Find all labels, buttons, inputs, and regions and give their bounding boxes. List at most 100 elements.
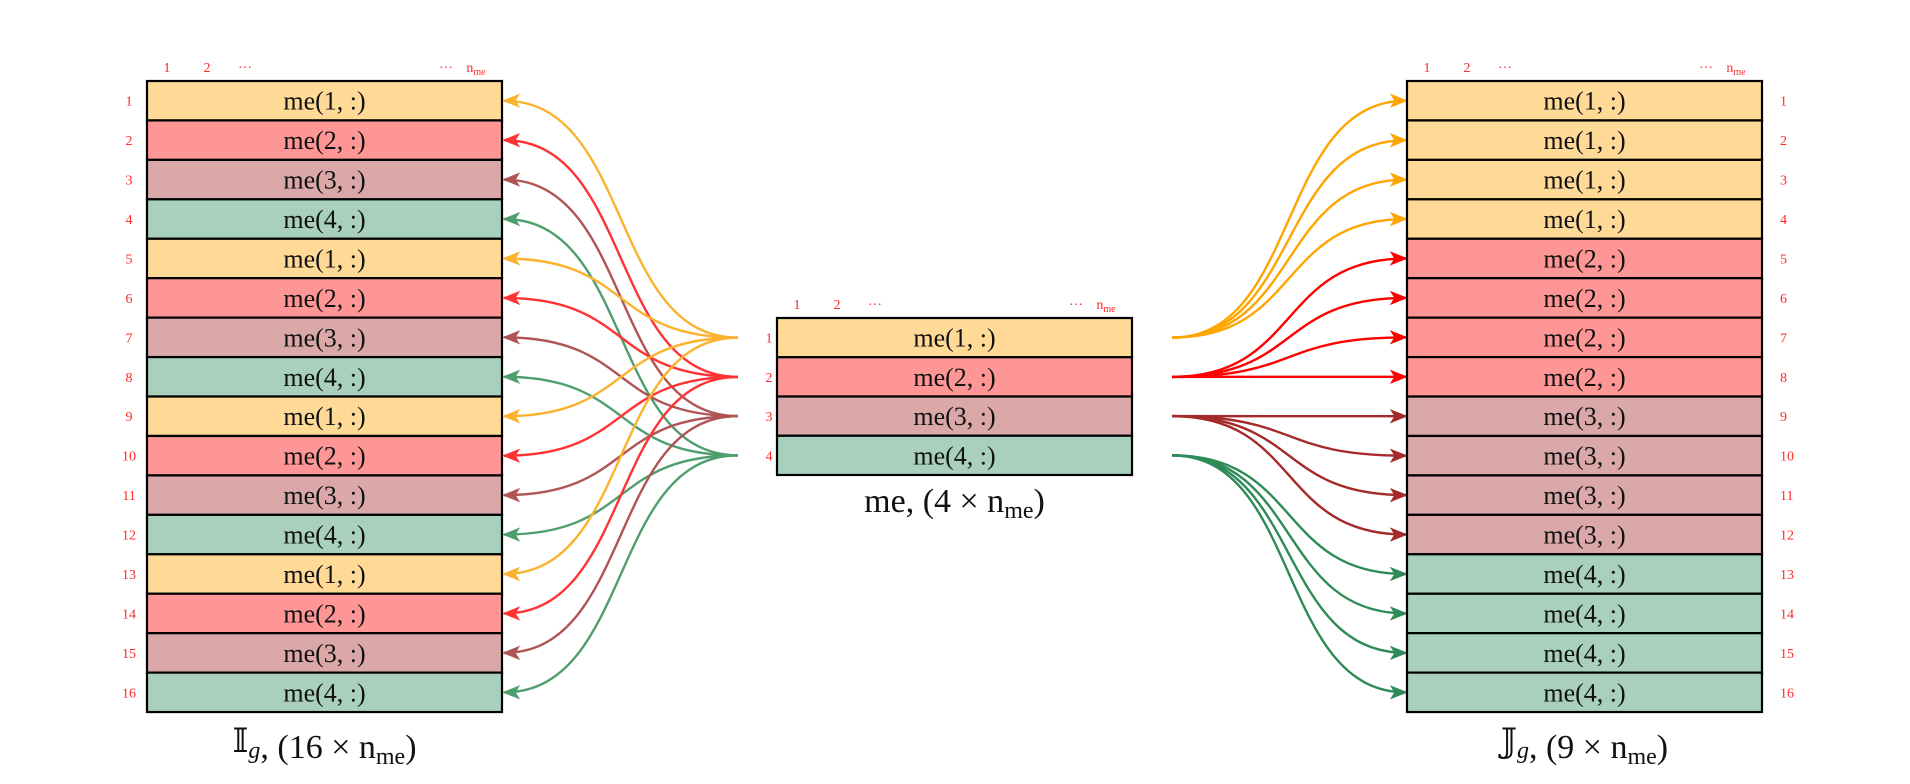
row-index: 2 [1780,134,1787,149]
table-cell [145,79,504,122]
cell-label: me(2, :) [1543,323,1625,352]
row-index: 9 [126,410,133,425]
arrow-me-to-jg [1171,290,1408,379]
table-row: me(1, :) 2 [1405,119,1787,161]
col-index-dots: ··· [868,298,882,313]
row-index: 4 [766,449,773,464]
table-cell [145,198,504,240]
row-index: 5 [126,252,133,267]
table-cell [145,632,504,674]
table-cell [145,513,504,556]
table-row: me(3, :) 15 [122,632,504,674]
row-index: 7 [126,331,133,346]
arrow-me-to-jg [1171,454,1408,621]
arrow-me-to-jg [1171,414,1408,503]
table-row: me(1, :)1 [1405,79,1787,122]
col-index-1: 1 [1424,61,1431,76]
row-index: 2 [126,134,133,149]
cell-label: me(3, :) [283,166,365,195]
table-row: me(3, :)3 [126,158,504,201]
table-cell [145,119,504,161]
col-index-dots: ··· [439,61,453,76]
row-index: 6 [1780,292,1787,307]
table-row: me(4, :)14 [1405,592,1794,635]
cell-label: me(1, :) [1543,126,1625,155]
cell-label: me(1, :) [1543,166,1625,195]
row-index: 4 [126,213,133,228]
row-index: 12 [122,529,136,544]
arrow-me-to-jg [1171,454,1408,700]
row-index: 4 [1780,213,1787,228]
arrow-me-to-ig [502,132,739,379]
table-row: me(2, :) 14 [122,592,504,635]
cell-label: me(3, :) [283,639,365,668]
col-index-2: 2 [204,61,211,76]
row-index: 1 [126,95,133,110]
cell-label: me(4, :) [913,441,995,470]
arrow-me-to-jg [1171,93,1408,339]
cell-label: me(2, :) [913,363,995,392]
table-cell [145,592,504,635]
table-cell [1405,79,1764,122]
row-index: 9 [1780,410,1787,425]
row-index: 3 [1780,174,1787,189]
row-index: 6 [126,292,133,307]
table-cell [1405,355,1764,398]
cell-label: me(4, :) [1543,599,1625,628]
table-cell [1405,671,1764,714]
row-index: 13 [122,568,136,583]
col-index-dots: ··· [1699,61,1713,76]
table-row: me(2, :)6 [1405,277,1787,319]
col-index-1: 1 [164,61,171,76]
column-index-header: 1 2 ··· ··· nme [164,61,487,78]
cell-label: me(4, :) [1543,560,1625,589]
cell-label: me(1, :) [913,324,995,353]
cell-label: me(1, :) [1543,205,1625,234]
col-index-dots: ··· [238,61,252,76]
row-index: 7 [1780,331,1787,346]
table-cell [775,316,1134,359]
table-row: me(4, :)16 [1405,671,1794,714]
col-index-2: 2 [1464,61,1471,76]
arrow-me-to-jg [1171,414,1408,542]
arrow-me-to-jg [1171,172,1408,339]
row-index: 10 [1780,450,1794,465]
row-index: 11 [122,489,135,504]
table-cell [145,474,504,516]
row-index: 1 [766,332,773,347]
row-index: 8 [126,371,133,386]
arrow-me-to-ig [502,454,739,700]
row-index: 15 [122,647,136,662]
arrow-me-to-ig [502,251,739,339]
table-row: me(1, :) 4 [1405,198,1787,240]
cell-label: me(4, :) [1543,678,1625,707]
table-cell [1405,553,1764,595]
arrow-me-to-jg [1171,132,1408,339]
table-cell [1405,198,1764,240]
table-cell [145,671,504,714]
table-row: me(1, :) 5 [126,237,504,280]
row-index: 12 [1780,529,1794,544]
cell-label: me(4, :) [1543,639,1625,668]
table-row: me(2, :)6 [126,277,504,319]
table-row: me(4, :) 4 [766,434,1134,477]
col-index-dots: ··· [1498,61,1512,76]
cell-label: me(2, :) [283,442,365,471]
table-row: me(1, :) 1 [766,316,1134,359]
cell-label: me(4, :) [283,363,365,392]
cell-label: me(2, :) [283,599,365,628]
arrow-me-to-jg [1171,330,1408,379]
cell-label: me(3, :) [283,323,365,352]
cell-label: me(1, :) [283,244,365,273]
table-cell [1405,119,1764,161]
col-index-nme: nme [466,61,486,78]
table-cell [145,316,504,359]
arrow-me-to-ig [502,375,739,463]
cell-label: me(3, :) [1543,442,1625,471]
row-index: 5 [1780,252,1787,267]
row-index: 14 [122,607,136,622]
